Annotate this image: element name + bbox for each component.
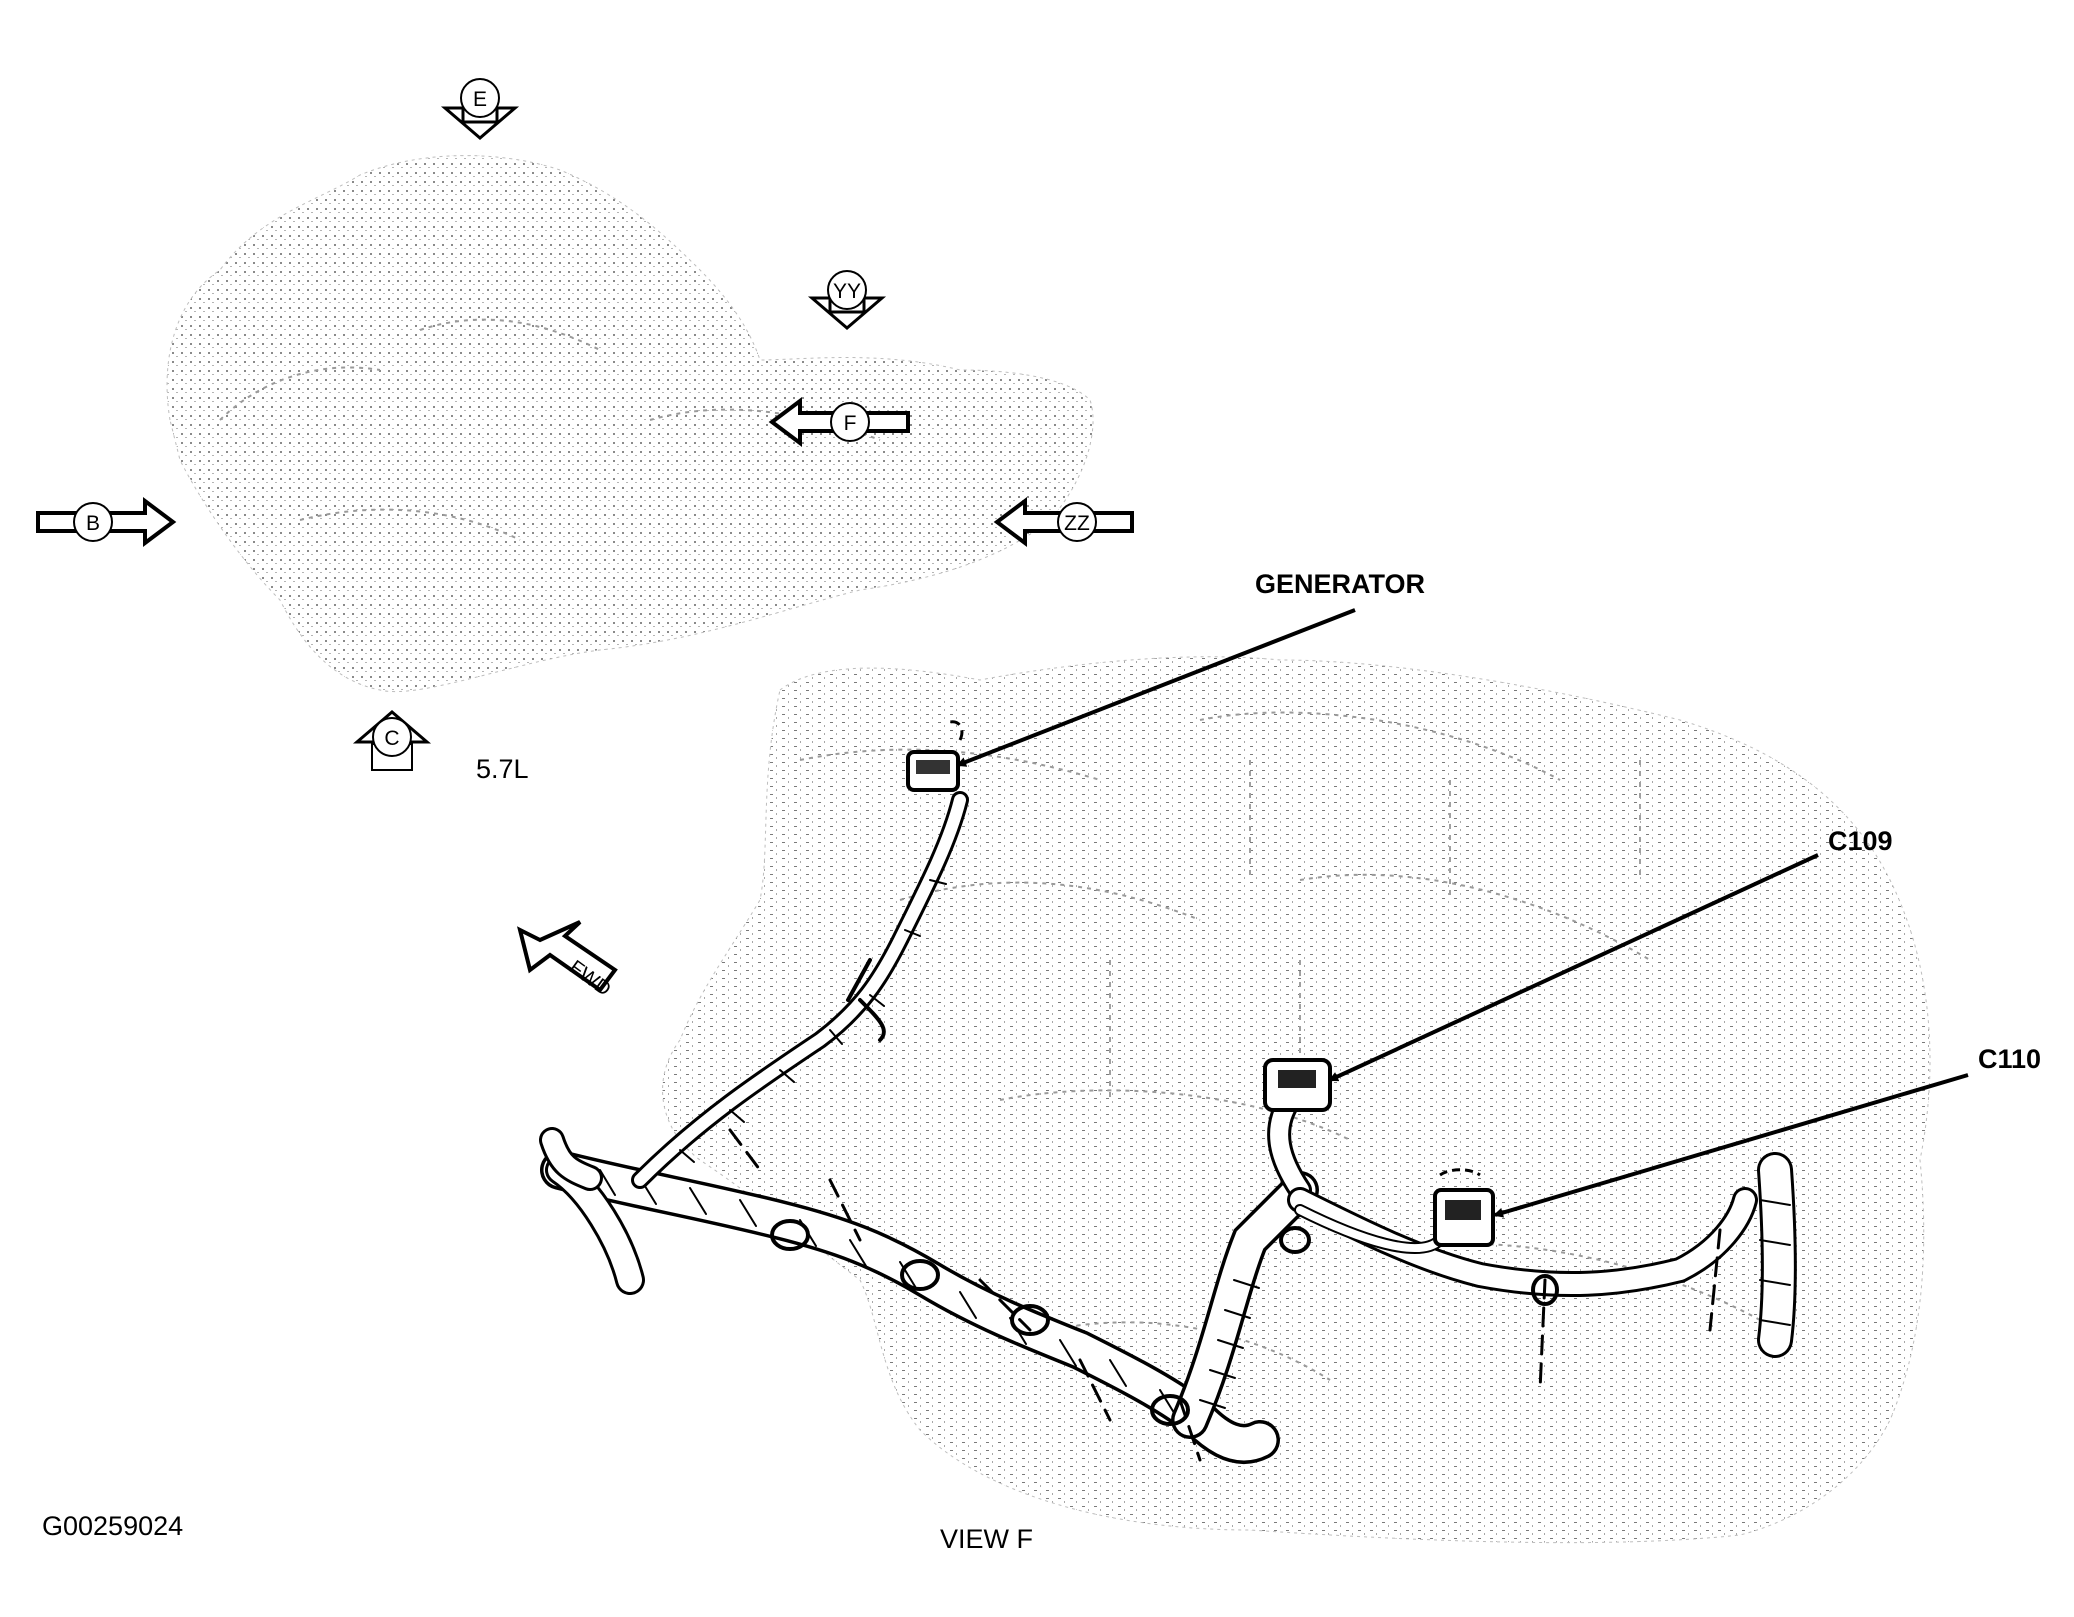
view-arrow-e-letter: E: [473, 88, 487, 111]
engine-outline-inset: [166, 155, 1094, 693]
callout-c110: C110: [1493, 1044, 2041, 1218]
view-arrow-f-letter: F: [844, 412, 857, 435]
engine-overview-inset: E YY F B ZZ C: [36, 78, 1134, 784]
callout-generator: GENERATOR: [956, 569, 1425, 767]
engine-label: 5.7L: [476, 754, 529, 784]
view-arrow-c: C: [352, 710, 432, 771]
view-arrow-yy: YY: [807, 270, 887, 330]
view-arrow-zz-letter: ZZ: [1064, 512, 1090, 535]
view-arrow-f: F: [768, 397, 910, 447]
forward-marker: FWD: [517, 920, 618, 1001]
view-title: VIEW F: [940, 1524, 1033, 1554]
view-arrow-yy-letter: YY: [833, 280, 861, 303]
view-arrow-b-letter: B: [86, 512, 100, 535]
view-arrow-c-letter: C: [384, 727, 399, 750]
c109-connector: [1263, 1058, 1332, 1112]
callout-generator-label: GENERATOR: [1255, 569, 1425, 599]
view-arrow-e: E: [440, 78, 520, 140]
c110-connector: [1433, 1168, 1495, 1247]
view-arrow-b: B: [36, 497, 177, 547]
callout-c110-label: C110: [1978, 1044, 2041, 1074]
generator-connector: [906, 720, 964, 792]
callout-c109-label: C109: [1828, 826, 1893, 856]
callout-c109: C109: [1328, 826, 1893, 1082]
wiring-harness: [539, 791, 1797, 1464]
view-arrow-zz: ZZ: [993, 497, 1134, 547]
figure-id: G00259024: [42, 1511, 183, 1541]
